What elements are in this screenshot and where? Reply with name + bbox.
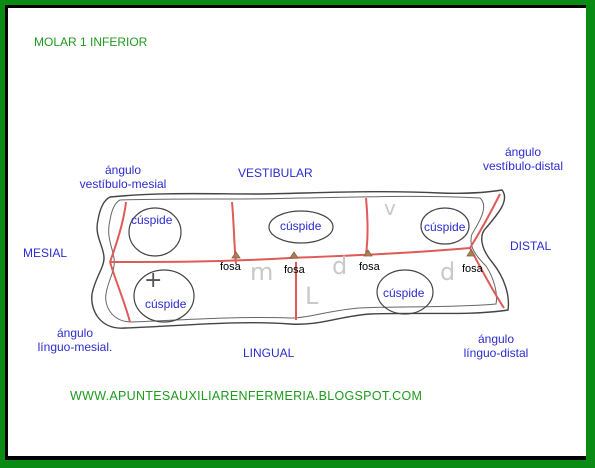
distal-groove-lingual: [469, 247, 505, 309]
fossa-mark-3: [363, 249, 373, 257]
handwritten-v: v: [384, 196, 396, 220]
cusp-label-2: cúspide: [280, 219, 322, 233]
angle-name: línguo-mesial.: [37, 340, 113, 354]
cusp-label-1: cúspide: [131, 213, 173, 227]
fossa-mark-1: [231, 251, 241, 259]
face-label-mesial: MESIAL: [23, 246, 68, 260]
distal-groove-vestibular: [469, 193, 501, 249]
handwritten-plus: +: [144, 268, 163, 293]
diagram-canvas: [8, 8, 586, 456]
angle-label-linguo-mesial: ángulo línguo-mesial.: [22, 326, 128, 354]
fossa-label-2: fosa: [284, 264, 305, 276]
angle-label-vestibulo-mesial: ángulo vestíbulo-mesial: [70, 163, 176, 191]
angle-word: ángulo: [104, 163, 142, 177]
vestibular-groove-2: [365, 197, 369, 255]
diagram-title: MOLAR 1 INFERIOR: [34, 35, 148, 49]
face-label-vestibular: VESTIBULAR: [238, 166, 313, 180]
fossa-mark-4: [466, 249, 476, 257]
angle-label-vestibulo-distal: ángulo vestíbulo-distal: [470, 145, 576, 173]
face-label-distal: DISTAL: [510, 239, 552, 253]
cusp-label-3: cúspide: [424, 220, 466, 234]
face-label-lingual: LINGUAL: [243, 346, 295, 360]
cusp-circle-4: [133, 269, 195, 323]
mesial-groove-lingual: [109, 261, 131, 323]
cusp-label-4: cúspide: [145, 297, 187, 311]
cusp-circle-1: [128, 207, 182, 257]
angle-name: línguo-distal: [463, 346, 529, 360]
cusp-circle-3: [420, 207, 470, 245]
cusp-circle-5: [376, 269, 434, 315]
fossa-marks: [231, 249, 476, 259]
angle-name: vestíbulo-mesial: [79, 177, 167, 191]
vestibular-groove-1: [231, 201, 237, 265]
mesial-groove-vestibular: [109, 201, 127, 263]
tooth-outline: [91, 189, 510, 329]
fossa-label-4: fosa: [462, 263, 483, 275]
handwritten-L: L: [305, 282, 319, 310]
handwritten-d-2: d: [440, 258, 456, 286]
cusp-label-5: cúspide: [383, 286, 425, 300]
website-url: WWW.APUNTESAUXILIARENFERMERIA.BLOGSPOT.C…: [70, 389, 423, 403]
handwritten-m: m: [250, 258, 274, 286]
angle-label-linguo-distal: ángulo línguo-distal: [443, 332, 549, 360]
angle-name: vestíbulo-distal: [482, 159, 564, 173]
cusp-circle-2: [268, 210, 334, 244]
angle-word: ángulo: [504, 145, 542, 159]
fossa-label-3: fosa: [359, 261, 380, 273]
fossa-mark-2: [289, 251, 299, 259]
angle-word: ángulo: [56, 326, 94, 340]
fossa-label-1: fosa: [220, 261, 241, 273]
angle-word: ángulo: [477, 332, 515, 346]
handwritten-d-1: d: [332, 252, 348, 280]
